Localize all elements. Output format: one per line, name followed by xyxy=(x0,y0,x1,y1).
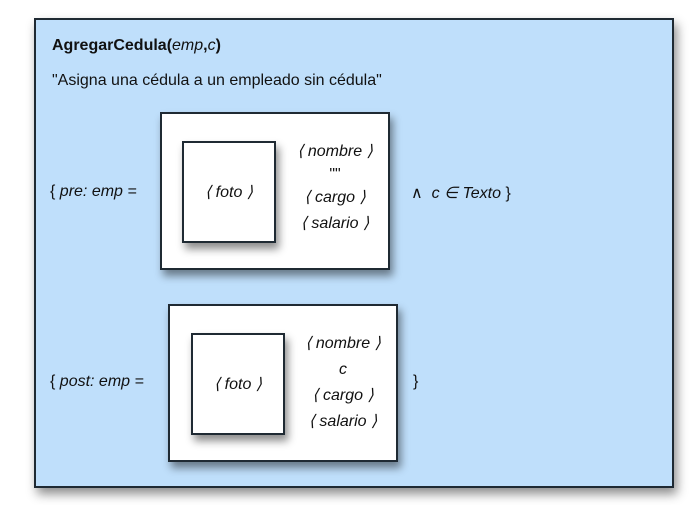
post-photo-label: ⟨ foto ⟩ xyxy=(213,376,263,393)
operation-description: "Asigna una cédula a un empleado sin céd… xyxy=(52,72,382,89)
pre-close-brace: } xyxy=(505,185,511,202)
post-fields: ⟨ nombre ⟩ c ⟨ cargo ⟩ ⟨ salario ⟩ xyxy=(288,331,398,435)
param-separator: , xyxy=(203,37,208,54)
post-open-brace: { xyxy=(50,373,60,390)
operation-title: AgregarCedula(emp,c) xyxy=(52,37,221,55)
pre-field-cargo: ⟨ cargo ⟩ xyxy=(304,189,366,206)
pre-photo-box: ⟨ foto ⟩ xyxy=(182,141,276,243)
post-photo-box: ⟨ foto ⟩ xyxy=(191,333,285,435)
param-c: c xyxy=(207,37,216,54)
post-field-cedula: c xyxy=(339,361,347,378)
pre-photo-label: ⟨ foto ⟩ xyxy=(204,184,254,201)
postcondition-label: { post: emp = xyxy=(50,373,144,391)
post-field-salario: ⟨ salario ⟩ xyxy=(308,413,378,430)
pre-open-brace: { xyxy=(50,183,60,200)
pre-field-salario: ⟨ salario ⟩ xyxy=(300,215,370,232)
precondition-label: { pre: emp = xyxy=(50,183,137,201)
post-keyword: post: emp = xyxy=(59,373,144,390)
param-emp: emp xyxy=(172,37,204,54)
pre-condition-text: c ∈ Texto xyxy=(431,185,501,202)
post-field-nombre: ⟨ nombre ⟩ xyxy=(305,335,381,352)
post-employee-card: ⟨ foto ⟩ ⟨ nombre ⟩ c ⟨ cargo ⟩ ⟨ salari… xyxy=(168,304,398,462)
pre-condition: ∧ c ∈ Texto } xyxy=(411,183,511,203)
post-close-brace: } xyxy=(413,373,419,390)
title-close-paren: ) xyxy=(215,37,221,54)
and-symbol: ∧ xyxy=(411,185,423,202)
pre-employee-card: ⟨ foto ⟩ ⟨ nombre ⟩ "" ⟨ cargo ⟩ ⟨ salar… xyxy=(160,112,390,270)
pre-field-cedula: "" xyxy=(329,166,341,183)
pre-fields: ⟨ nombre ⟩ "" ⟨ cargo ⟩ ⟨ salario ⟩ xyxy=(280,139,390,237)
operation-name: AgregarCedula( xyxy=(52,37,173,54)
pre-field-nombre: ⟨ nombre ⟩ xyxy=(297,143,373,160)
pre-keyword: pre: emp = xyxy=(59,183,137,200)
post-field-cargo: ⟨ cargo ⟩ xyxy=(312,387,374,404)
